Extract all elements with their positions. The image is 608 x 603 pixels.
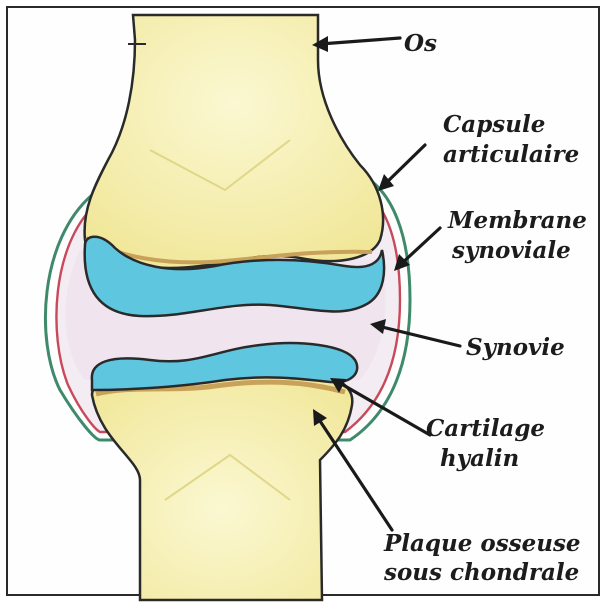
lower-bone [92,372,352,600]
label-membrane-1: Membrane [447,207,587,234]
label-cartilage-1: Cartilage [426,415,545,442]
label-os: Os [404,30,437,57]
capsule-arrow [384,145,425,185]
label-membrane-2: synoviale [451,237,571,264]
label-capsule-2: articulaire [443,141,579,168]
label-capsule-1: Capsule [443,111,545,138]
label-synovie: Synovie [466,334,565,361]
label-cartilage-2: hyalin [440,445,519,472]
os-arrow [320,38,400,44]
label-plaque-1: Plaque osseuse [383,530,581,557]
upper-bone [85,15,384,268]
label-plaque-2: sous chondrale [383,559,579,586]
